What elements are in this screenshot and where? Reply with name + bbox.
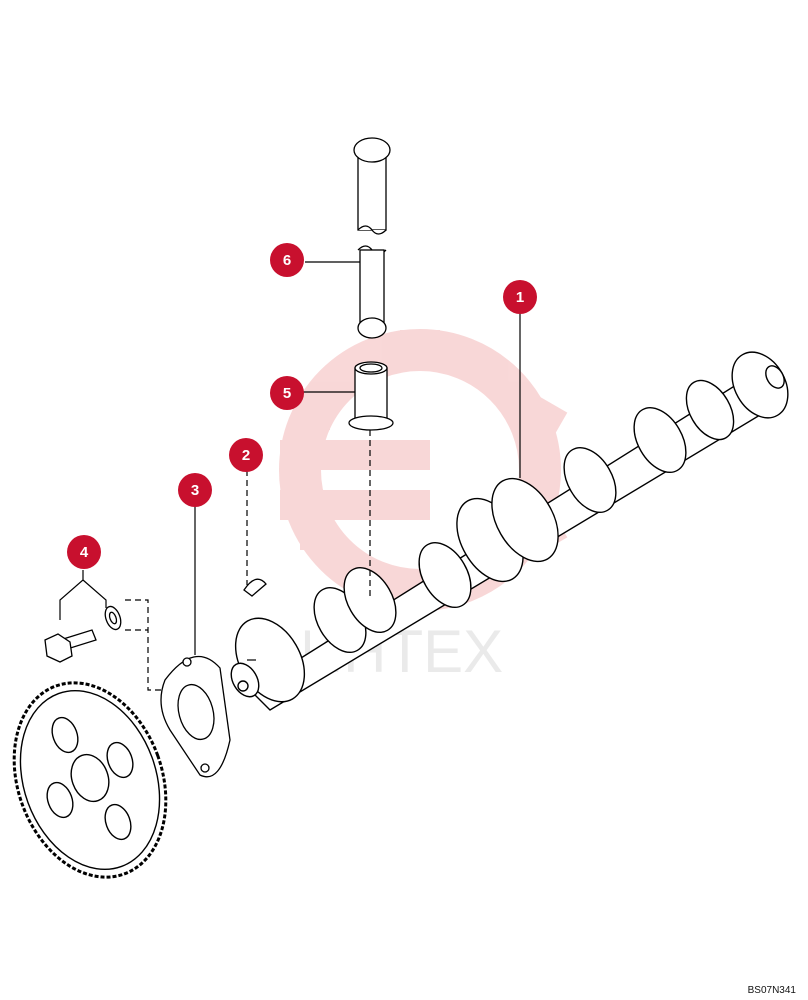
callout-3-label: 3: [191, 482, 199, 499]
callout-1-label: 1: [516, 289, 524, 306]
callout-1: 1: [503, 280, 537, 314]
bolt-and-washer: [44, 605, 122, 663]
callout-3: 3: [178, 473, 212, 507]
tappet: [348, 361, 394, 431]
callout-4: 4: [67, 535, 101, 569]
callout-6: 6: [270, 243, 304, 277]
callout-2-label: 2: [242, 447, 250, 464]
camshaft: [230, 351, 789, 711]
callout-5-label: 5: [283, 385, 291, 402]
callout-2: 2: [229, 438, 263, 472]
thrust-plate: [160, 655, 231, 778]
push-rod: [353, 137, 391, 339]
callout-4-label: 4: [80, 544, 89, 561]
woodruff-key: [243, 578, 267, 597]
callout-5: 5: [270, 376, 304, 410]
figure-code: BS07N341: [747, 985, 796, 996]
cam-gear: [12, 681, 168, 879]
callout-6-label: 6: [283, 252, 291, 269]
leader-lines: [59, 261, 521, 691]
